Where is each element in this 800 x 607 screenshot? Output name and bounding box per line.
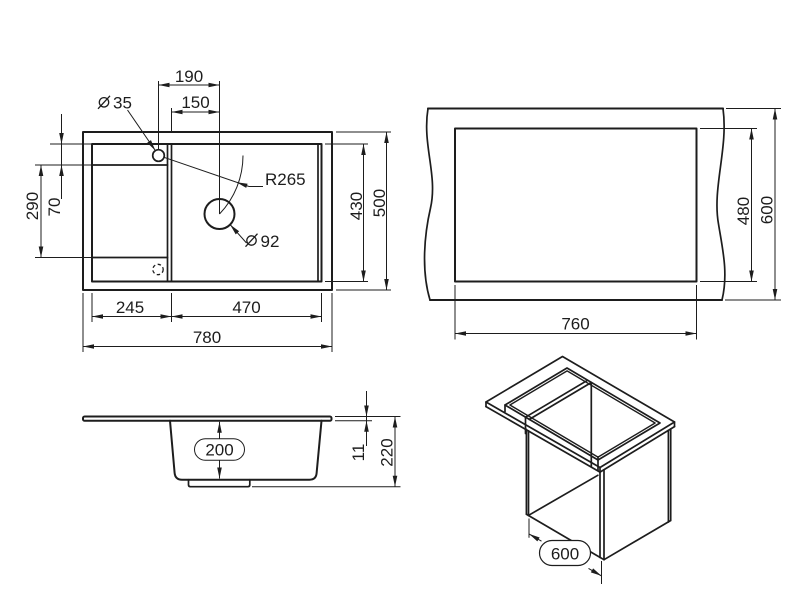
dim-bowl-length: 430 (347, 192, 366, 220)
countertop-break-line-left (423, 107, 434, 301)
dim-cutout-depth: 480 (734, 197, 753, 225)
dim-corner-radius: R265 (265, 170, 306, 189)
dim-tap-hole-diameter: 35 (97, 94, 132, 113)
cutout-rectangle (454, 127, 698, 283)
svg-text:92: 92 (261, 232, 280, 251)
cutout-view: 760 480 600 (423, 107, 781, 340)
dim-bowl-edge-to-drain: 150 (181, 93, 209, 112)
top-view: 190 150 35 R265 92 290 (23, 67, 391, 352)
dim-drainer-top-band: 70 (45, 198, 64, 217)
dim-rim-thickness: 11 (349, 444, 368, 462)
drainer-bowl-divider (166, 143, 173, 283)
diameter-symbol-icon (97, 95, 111, 110)
tap-hole-alt-dashed (152, 263, 164, 276)
bowl-divider-edges (504, 379, 599, 516)
cabinet-right-panel (599, 428, 672, 561)
dim-drainer-length: 290 (23, 192, 42, 220)
iso-view-dimensions: 600 (528, 518, 602, 584)
dim-overall-height: 220 (378, 438, 397, 466)
dim-bowl-width: 470 (232, 298, 260, 317)
dim-countertop-depth: 600 (758, 196, 777, 224)
cabinet-left-panel (525, 428, 601, 559)
sink-outer-edge (82, 131, 333, 291)
section-view: 200 11 220 (82, 391, 401, 488)
dim-overall-depth: 500 (370, 189, 389, 217)
dim-drainer-width: 245 (116, 298, 144, 317)
countertop-break-line-right (716, 107, 726, 301)
dim-tap-to-drain: 190 (175, 67, 203, 86)
svg-text:35: 35 (113, 94, 132, 113)
dim-drain-diameter: 92 (245, 232, 280, 251)
sink-rim-inner-edge (91, 143, 323, 283)
drainer-bands (91, 164, 169, 259)
worktop-top-face (485, 355, 676, 469)
bowl-profile (169, 419, 323, 481)
tap-hole (151, 148, 166, 163)
diameter-symbol-icon (245, 233, 258, 248)
dim-bowl-depth: 200 (205, 441, 233, 460)
dim-cabinet-width: 600 (551, 545, 579, 564)
dim-overall-width: 780 (193, 328, 221, 347)
width-balloon (538, 539, 592, 567)
drain-flange-profile (187, 478, 251, 488)
dim-cutout-width: 760 (561, 315, 589, 334)
rim-profile (82, 415, 333, 422)
cutout-view-dimensions: 760 480 600 (454, 108, 781, 340)
top-view-dimensions: 190 150 35 R265 92 290 (23, 67, 391, 352)
worktop-thickness-edges (485, 401, 676, 473)
corner-radius-arc (219, 155, 244, 215)
iso-view: 600 (485, 355, 676, 584)
section-view-dimensions: 200 11 220 (194, 391, 401, 488)
